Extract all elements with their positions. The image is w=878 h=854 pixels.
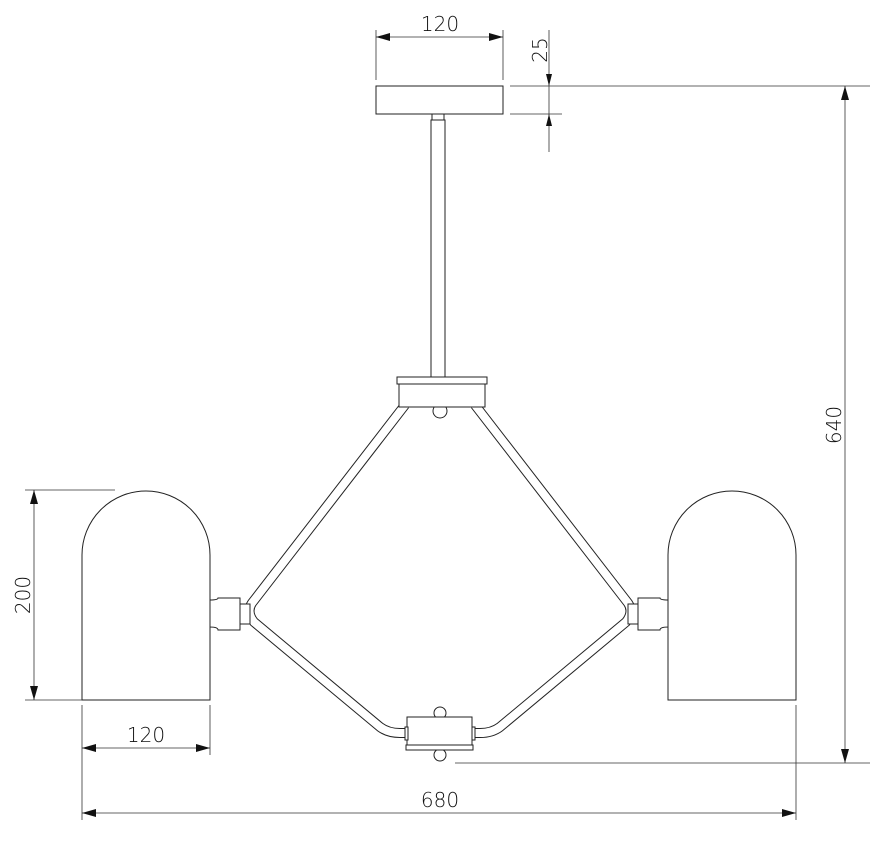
shade-width-label: 120	[127, 723, 165, 747]
dimension-shade-height: 200	[11, 489, 115, 701]
dimension-total-height: 640	[455, 86, 870, 764]
dimension-canopy-width: 120	[375, 12, 504, 80]
dimension-total-width: 680	[82, 705, 797, 820]
bottom-hub	[404, 706, 476, 762]
canopy-height-label: 25	[528, 37, 552, 62]
total-height-label: 640	[822, 406, 846, 444]
right-lamp-shade	[627, 490, 797, 701]
dimension-shade-width: 120	[81, 705, 211, 820]
suspension-rod	[430, 119, 446, 378]
frame-arms	[244, 401, 636, 738]
ceiling-canopy	[375, 85, 504, 115]
top-hub	[396, 376, 488, 419]
dimension-canopy-height: 25	[510, 30, 870, 152]
shade-height-label: 200	[11, 576, 35, 614]
left-lamp-shade	[81, 490, 251, 701]
rod-collar	[431, 113, 445, 121]
total-width-label: 680	[421, 788, 459, 812]
canopy-width-label: 120	[421, 12, 459, 36]
